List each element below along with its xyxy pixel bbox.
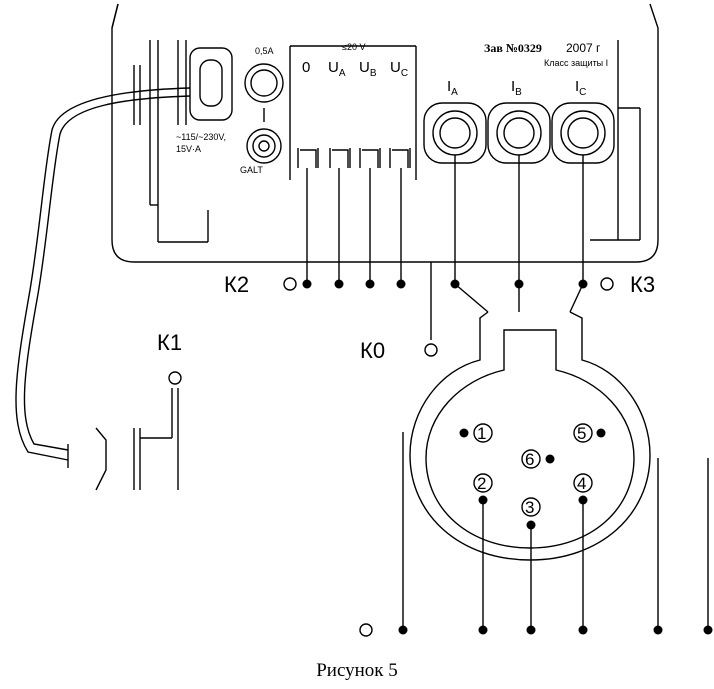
terminal-label-ia: IA xyxy=(447,78,458,98)
terminal-label-uc: UC xyxy=(390,59,408,79)
current-connector-b xyxy=(487,102,551,164)
power-spec-line-1: ~115/~230V, xyxy=(176,132,226,142)
fuse-holder xyxy=(244,63,284,122)
year-label: 2007 г xyxy=(566,41,601,55)
fuse-rating-label: 0,5А xyxy=(255,46,274,56)
device-panel xyxy=(111,3,659,263)
terminal-label-ub: UB xyxy=(359,59,377,79)
ground-label: GALT xyxy=(240,165,263,175)
pin-label-5: 5 xyxy=(577,424,586,443)
power-inlet xyxy=(133,40,233,243)
terminal-label-ua: UA xyxy=(328,59,346,79)
power-spec-line-2: 15V·A xyxy=(176,144,201,154)
label-k2: К2 xyxy=(224,272,249,297)
terminal-label-ic: IC xyxy=(575,78,586,98)
current-connector-a xyxy=(423,102,487,164)
current-connector-c xyxy=(551,102,615,164)
voltage-terminal-block xyxy=(289,45,417,180)
pin-label-3: 3 xyxy=(525,498,534,517)
circular-connector xyxy=(409,311,651,561)
terminal-label-ib: IB xyxy=(511,78,522,98)
pin-label-1: 1 xyxy=(477,424,486,443)
pin-label-4: 4 xyxy=(577,474,586,493)
figure-caption: Рисунок 5 xyxy=(316,660,398,681)
pin-label-6: 6 xyxy=(525,450,534,469)
label-k1: К1 xyxy=(157,330,182,355)
power-cable xyxy=(15,87,191,461)
protection-class-label: Класс защиты I xyxy=(544,58,608,68)
k1-switch xyxy=(67,388,179,491)
pin-label-2: 2 xyxy=(477,474,486,493)
voltage-range-label: ≤20 V xyxy=(342,42,365,52)
serial-number: Зав №0329 xyxy=(484,41,542,55)
label-k3: К3 xyxy=(630,272,655,297)
terminal-label-0: 0 xyxy=(302,59,310,76)
label-k0: К0 xyxy=(360,338,385,363)
ground-terminal xyxy=(246,128,282,164)
